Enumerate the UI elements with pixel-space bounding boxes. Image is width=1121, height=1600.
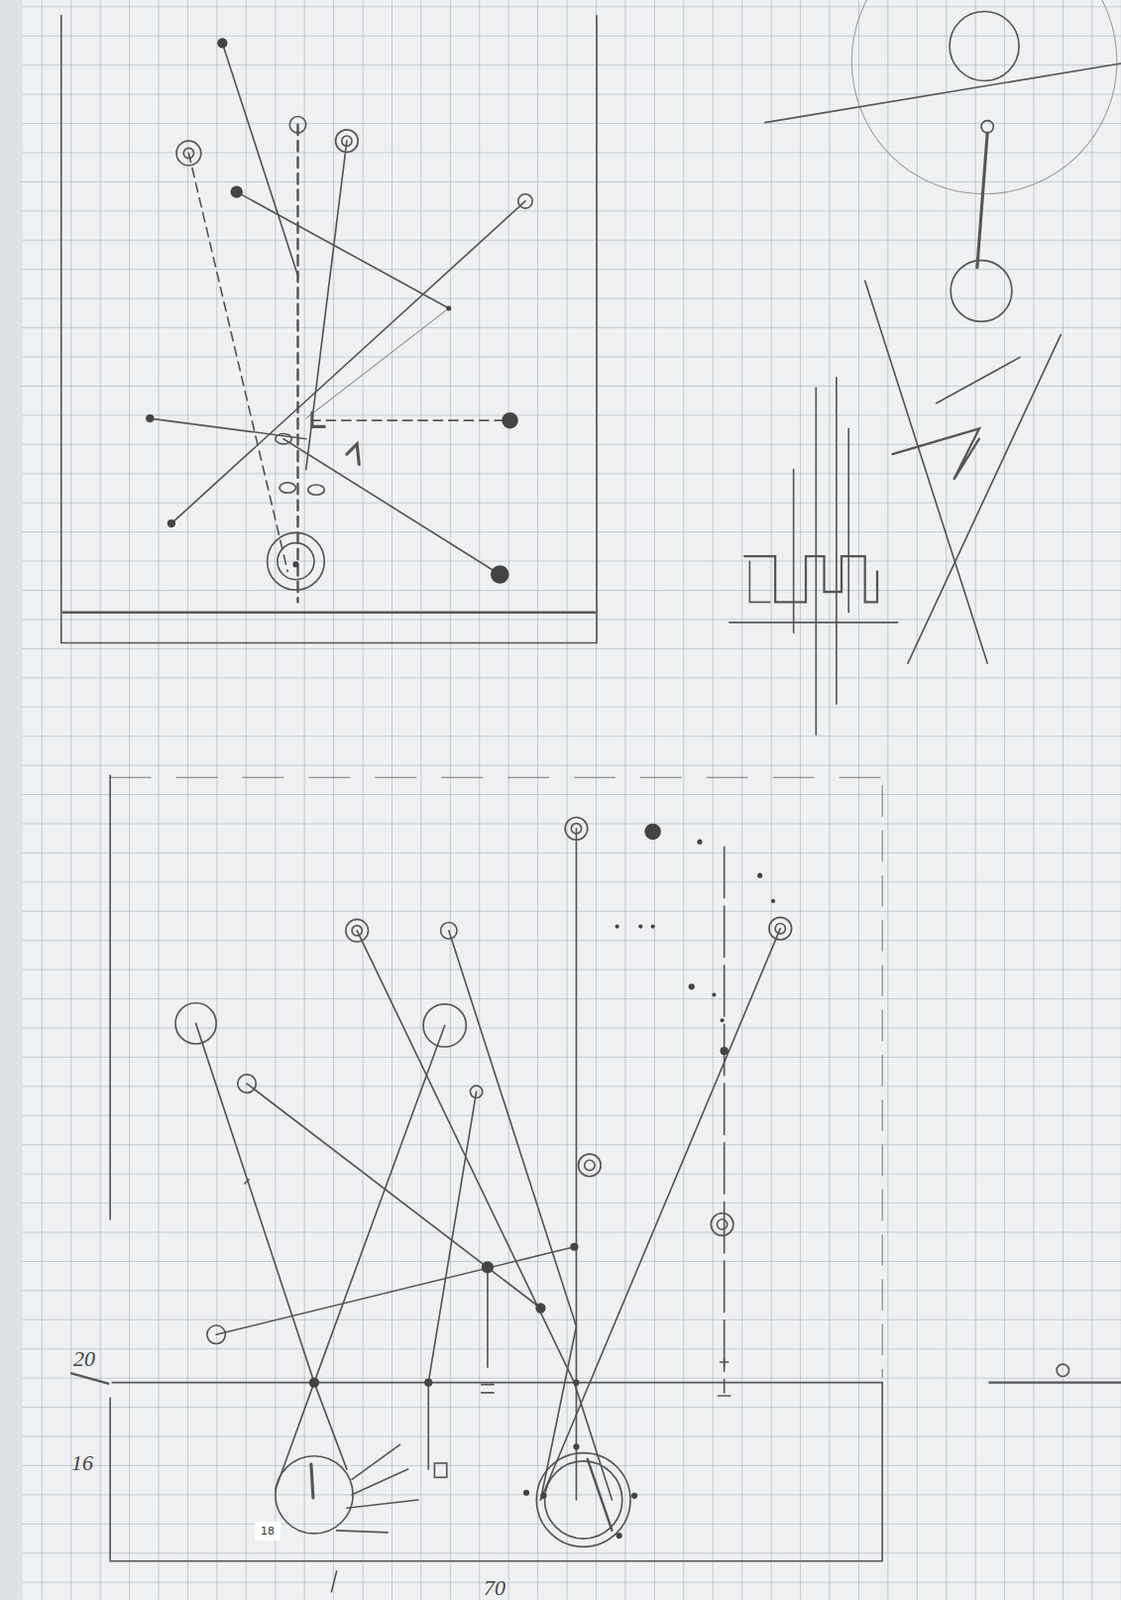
dimension-number: 16 [71, 1452, 94, 1474]
page-number: 18 [254, 1521, 281, 1541]
dimension-number: 70 [483, 1576, 506, 1599]
dimension-number: 20 [73, 1347, 96, 1370]
